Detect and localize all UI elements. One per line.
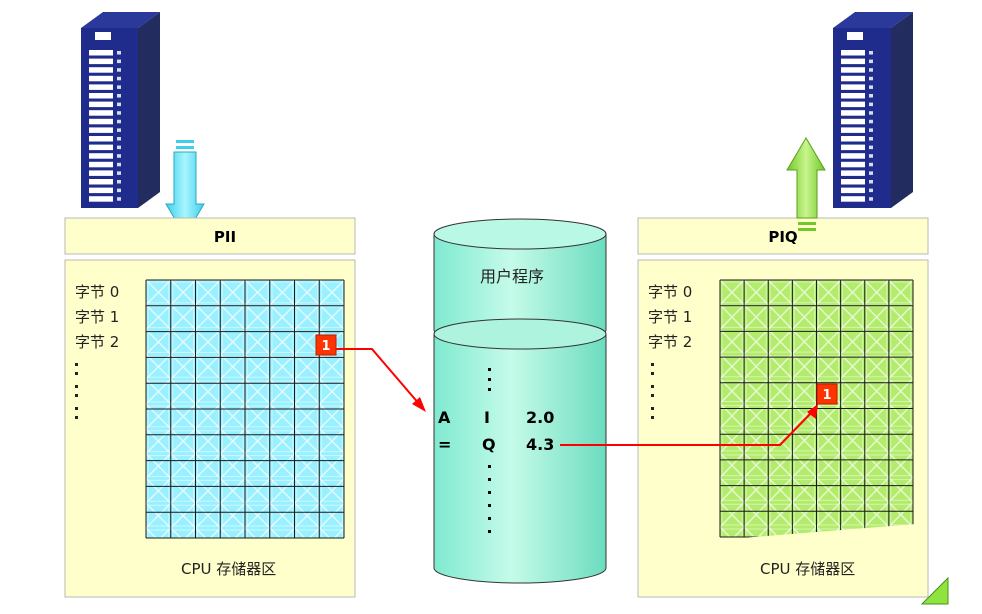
program-address-1: 4.3	[526, 435, 554, 454]
plc-output-module-icon	[833, 12, 913, 208]
pii-title-bar	[64, 217, 356, 255]
pii-ellipsis	[75, 363, 78, 419]
program-op-0: A	[438, 408, 451, 427]
program-op-1: =	[438, 435, 451, 454]
program-address-0: 2.0	[526, 408, 554, 427]
piq-title: PIQ	[768, 228, 797, 246]
program-line-1: = Q 4.3	[438, 435, 554, 454]
piq-memory-label: CPU 存储器区	[760, 560, 855, 578]
piq-page-curl	[716, 524, 916, 548]
pii-memory-label: CPU 存储器区	[181, 560, 276, 578]
piq-section: PIQ 字节 0 字节 1 字节 2 1 CPU 存储	[637, 12, 949, 605]
data-flow-lines	[336, 348, 818, 446]
pii-to-program-line	[336, 348, 421, 406]
pii-title: PII	[214, 228, 236, 246]
pii-byte-label-1: 字节 1	[75, 308, 119, 326]
program-title: 用户程序	[480, 267, 544, 286]
program-ellipsis-top	[488, 368, 491, 391]
piq-byte-label-2: 字节 2	[648, 333, 692, 351]
piq-title-bar	[637, 217, 929, 255]
piq-byte-label-0: 字节 0	[648, 283, 692, 301]
pii-grid-lines	[145, 279, 345, 539]
program-to-piq-line	[560, 411, 813, 446]
pii-section: PII 字节 0 字节 1 字节 2 1 CPU 存储器区	[64, 12, 356, 598]
program-line-0: A I 2.0	[438, 408, 554, 427]
program-ellipsis-bottom	[488, 465, 491, 533]
pii-byte-label-2: 字节 2	[75, 333, 119, 351]
corner-triangle-icon	[920, 576, 949, 605]
pii-marked-bit	[315, 334, 337, 356]
piq-ellipsis	[651, 363, 654, 419]
down-arrow-icon	[165, 140, 205, 237]
plc-input-module-icon	[81, 12, 160, 208]
piq-marked-bit	[816, 383, 838, 405]
user-program-section: 用户程序 A I 2.0 = Q 4.3	[433, 218, 607, 584]
program-operand-1: Q	[482, 435, 496, 454]
pii-byte-label-0: 字节 0	[75, 283, 119, 301]
piq-byte-label-1: 字节 1	[648, 308, 692, 326]
pii-marked-bit-value: 1	[321, 339, 330, 354]
up-arrow-icon	[786, 137, 826, 231]
piq-marked-bit-value: 1	[822, 388, 831, 403]
program-operand-0: I	[484, 408, 490, 427]
program-cylinder-body	[433, 333, 607, 584]
